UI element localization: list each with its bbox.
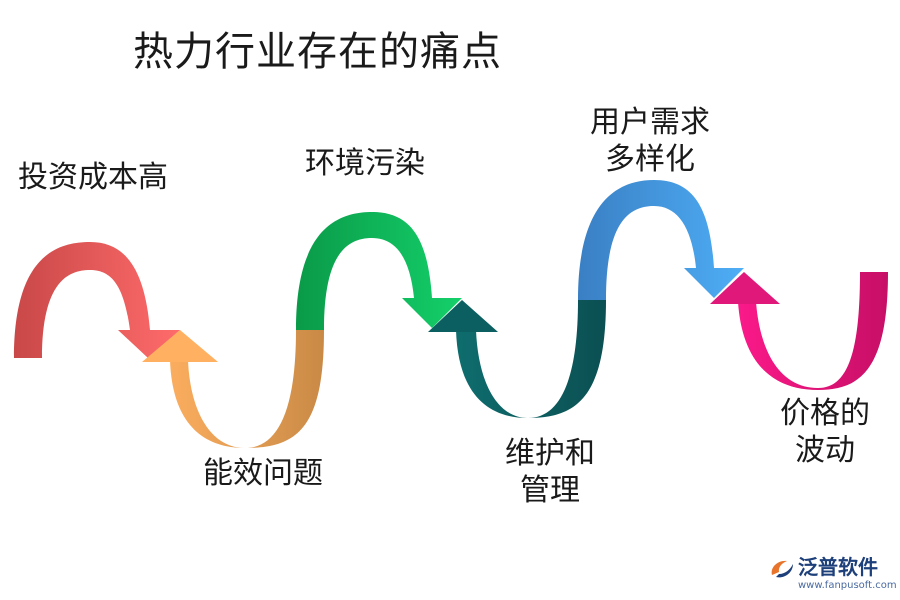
label-investment-cost: 投资成本高 <box>18 160 168 195</box>
label-environmental-pollution: 环境污染 <box>305 146 425 181</box>
brand-logo: 泛普软件 www.fanpusoft.com <box>768 555 897 595</box>
diagram-title: 热力行业存在的痛点 <box>133 29 502 75</box>
label-price-fluctuation: 价格的 波动 <box>780 396 870 468</box>
wave-segment-maintenance <box>428 300 606 418</box>
logo-name: 泛普软件 <box>798 555 878 579</box>
wave-segment-price <box>710 272 888 390</box>
logo-mark-icon <box>771 560 793 578</box>
label-user-demand: 用户需求 多样化 <box>590 105 710 177</box>
logo-url: www.fanpusoft.com <box>798 580 897 591</box>
label-maintenance-management: 维护和 管理 <box>505 436 595 508</box>
wave-segment-demand <box>578 180 744 300</box>
wave-segment-pollution <box>296 212 462 330</box>
label-energy-efficiency: 能效问题 <box>203 456 323 491</box>
wave-segment-efficiency <box>142 330 324 448</box>
wave-segment-investment <box>14 242 180 358</box>
